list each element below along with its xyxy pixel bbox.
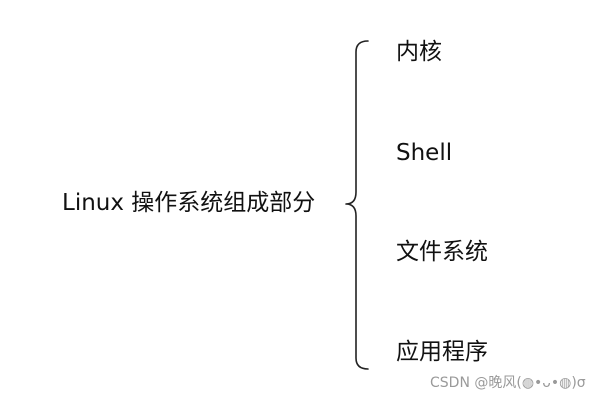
curly-brace xyxy=(345,40,369,370)
watermark: CSDN @晚风(◍•ᴗ•◍)σ xyxy=(430,375,586,391)
component-shell: Shell xyxy=(396,140,453,166)
component-kernel: 内核 xyxy=(396,39,442,65)
component-file-system: 文件系统 xyxy=(396,239,488,265)
root-label: Linux 操作系统组成部分 xyxy=(62,190,316,216)
component-applications: 应用程序 xyxy=(396,339,488,365)
